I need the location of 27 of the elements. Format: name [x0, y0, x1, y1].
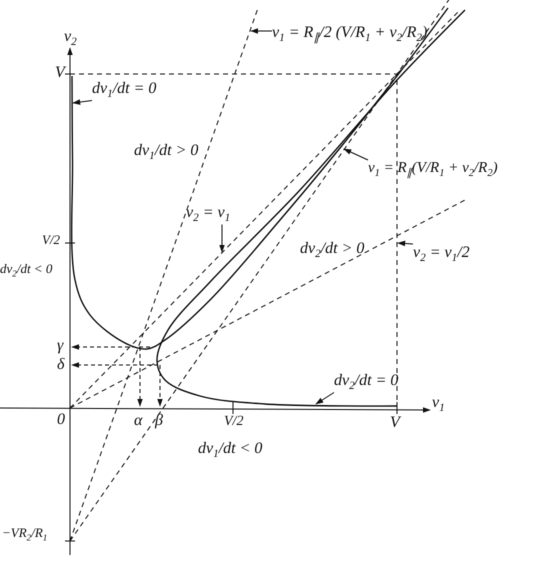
axis-label: v$_{1}$	[432, 394, 445, 414]
tick-label: V	[55, 64, 65, 82]
equation-label: v$_{1}$ = R$_{∥}$/2 (V/R$_{1}$ + v$_{2}$/R$_{2}$)	[272, 24, 428, 44]
leader-line	[250, 28, 272, 34]
tick-label: V/2	[42, 233, 60, 248]
tick-label: −VR$_{2}$/R$_{1}$	[2, 526, 48, 543]
equation-label: v$_{1}$ = R$_{∥}$(V/R$_{1}$ + v$_{2}$/R$_{2}$)	[368, 160, 498, 180]
leader-line	[315, 392, 334, 404]
tick-label: α	[134, 412, 142, 430]
region-label: dv$_{2}$/dt < 0	[0, 262, 52, 279]
tick-label: V	[390, 414, 400, 432]
leader-line	[343, 148, 368, 160]
leader-line	[397, 240, 414, 246]
equation-label: v$_{2}$ = v$_{1}$/2	[413, 244, 470, 264]
tick-label: γ	[57, 337, 64, 355]
region-label: dv$_{1}$/dt < 0	[198, 440, 262, 460]
tick-label: β	[155, 412, 163, 430]
leader-line	[219, 224, 225, 253]
equation-label: dv$_{1}$/dt = 0	[92, 80, 156, 100]
region-label: dv$_{2}$/dt > 0	[300, 240, 364, 260]
axis-label: v$_{2}$	[64, 28, 77, 48]
region-label: dv$_{1}$/dt > 0	[134, 142, 198, 162]
equation-label: v$_{2}$ = v$_{1}$	[186, 204, 230, 224]
tick-label: 0	[57, 411, 65, 429]
tick-label: δ	[57, 356, 64, 374]
tick-label: V/2	[224, 414, 244, 430]
leader-line	[72, 99, 92, 105]
